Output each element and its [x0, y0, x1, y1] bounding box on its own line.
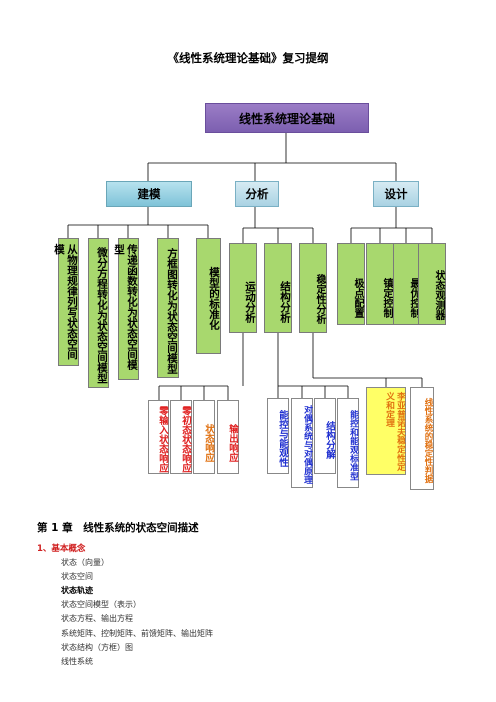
- node-stabilization-control: 镇定控制: [366, 243, 394, 325]
- chapter-heading: 第 1 章 线性系统的状态空间描述: [37, 522, 199, 534]
- list-item: 状态结构（方框）图: [61, 643, 133, 652]
- node-analysis-label: 分析: [245, 187, 269, 201]
- node-design-label: 设计: [384, 187, 408, 201]
- node-structure-analysis: 结构分析: [264, 243, 292, 333]
- node-zero-state-response: 零初态状态响应: [170, 400, 192, 474]
- root-node: 线性系统理论基础: [205, 103, 369, 133]
- node-analysis: 分析: [235, 181, 279, 207]
- node-motion-analysis: 运动分析: [229, 243, 257, 333]
- node-controllability-observability: 能控与能观性: [267, 398, 289, 474]
- list-item: 状态空间: [61, 572, 93, 581]
- node-structure-decomposition: 结构分解: [314, 398, 336, 474]
- node-physical-law-model: 从物理规律列写状态空间模: [53, 238, 79, 366]
- node-linear-stability-criteria: 线性系统的稳定性判据: [410, 387, 434, 490]
- node-output-response: 输出响应: [217, 400, 239, 474]
- node-design: 设计: [373, 181, 419, 207]
- node-optimal-control: 最优控制: [393, 243, 421, 325]
- node-zero-input-response: 零输入状态响应: [148, 400, 169, 474]
- list-item: 状态轨迹: [61, 586, 93, 595]
- node-canonical-form: 能控和能观标准型: [337, 398, 359, 488]
- list-item: 状态空间模型（表示）: [61, 600, 141, 609]
- list-item: 状态（向量）: [61, 558, 109, 567]
- node-state-observer: 状态观测器: [418, 243, 446, 325]
- list-item: 线性系统: [61, 657, 93, 666]
- node-modeling-label: 建模: [137, 187, 161, 201]
- root-label: 线性系统理论基础: [238, 111, 335, 126]
- node-ode-to-ss: 微分方程转化为状态空间模型: [88, 238, 109, 388]
- list-item: 系统矩阵、控制矩阵、前馈矩阵、输出矩阵: [61, 629, 213, 638]
- subsection-heading: 1、基本概念: [37, 544, 86, 554]
- node-lyapunov-definition: 李亚普诺夫稳定性定义和定理: [366, 387, 406, 475]
- node-block-to-ss: 方框图转化为状态空间模型: [157, 238, 179, 378]
- node-modeling: 建模: [106, 181, 192, 207]
- node-stability-analysis: 稳定性分析: [299, 243, 327, 333]
- node-tf-to-ss: 传递函数转化为状态空间模型: [113, 238, 139, 380]
- list-item: 状态方程、输出方程: [61, 614, 133, 623]
- node-dual-system: 对偶系统与对偶原理: [291, 398, 313, 488]
- node-pole-placement: 极点配置: [337, 243, 365, 325]
- node-model-standardization: 模型的标准化: [196, 238, 221, 354]
- node-state-response: 状态响应: [193, 400, 215, 474]
- document-title: 《线性系统理论基础》复习提纲: [167, 51, 329, 65]
